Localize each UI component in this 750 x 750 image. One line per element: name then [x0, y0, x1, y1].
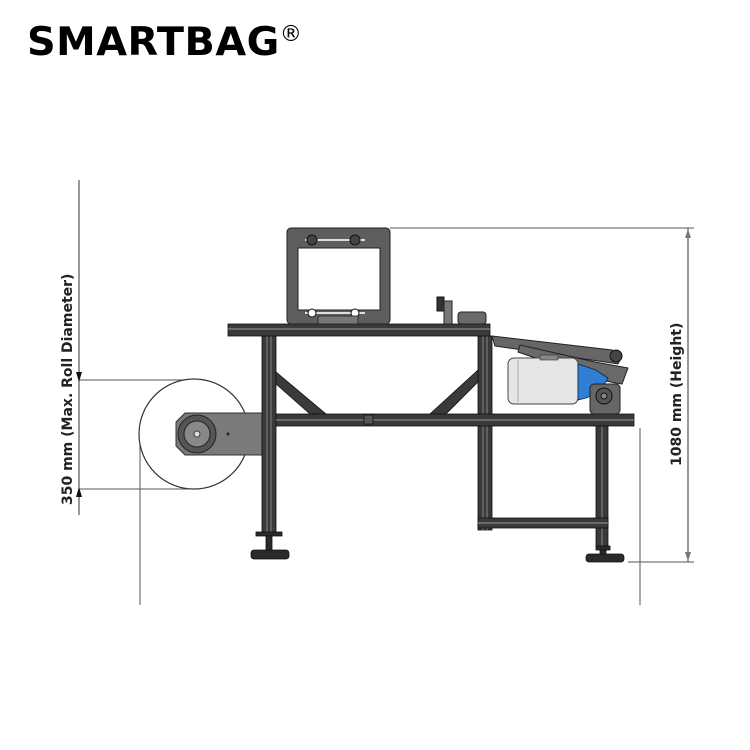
middle-rail [275, 413, 635, 427]
height-label: 1080 mm (Height) [669, 322, 685, 466]
leveling-feet [250, 531, 625, 563]
forming-frame [286, 227, 391, 325]
brand-logo: SMARTBAG ® [27, 18, 302, 68]
frame-legs [261, 335, 609, 547]
diagonal-braces [275, 369, 479, 415]
roll-diameter-label: 350 mm (Max. Roll Diameter) [60, 273, 76, 505]
registered-mark: ® [279, 22, 302, 47]
roll-holder [138, 378, 263, 490]
brand-name: SMARTBAG [27, 20, 280, 65]
motor [507, 354, 579, 405]
sensor-bracket [436, 296, 487, 325]
height-dimension [390, 227, 694, 605]
roll-diameter-dimension [76, 180, 200, 515]
lower-frame [477, 517, 609, 529]
table-top-rail [227, 323, 491, 337]
pivot-mount [589, 383, 621, 415]
